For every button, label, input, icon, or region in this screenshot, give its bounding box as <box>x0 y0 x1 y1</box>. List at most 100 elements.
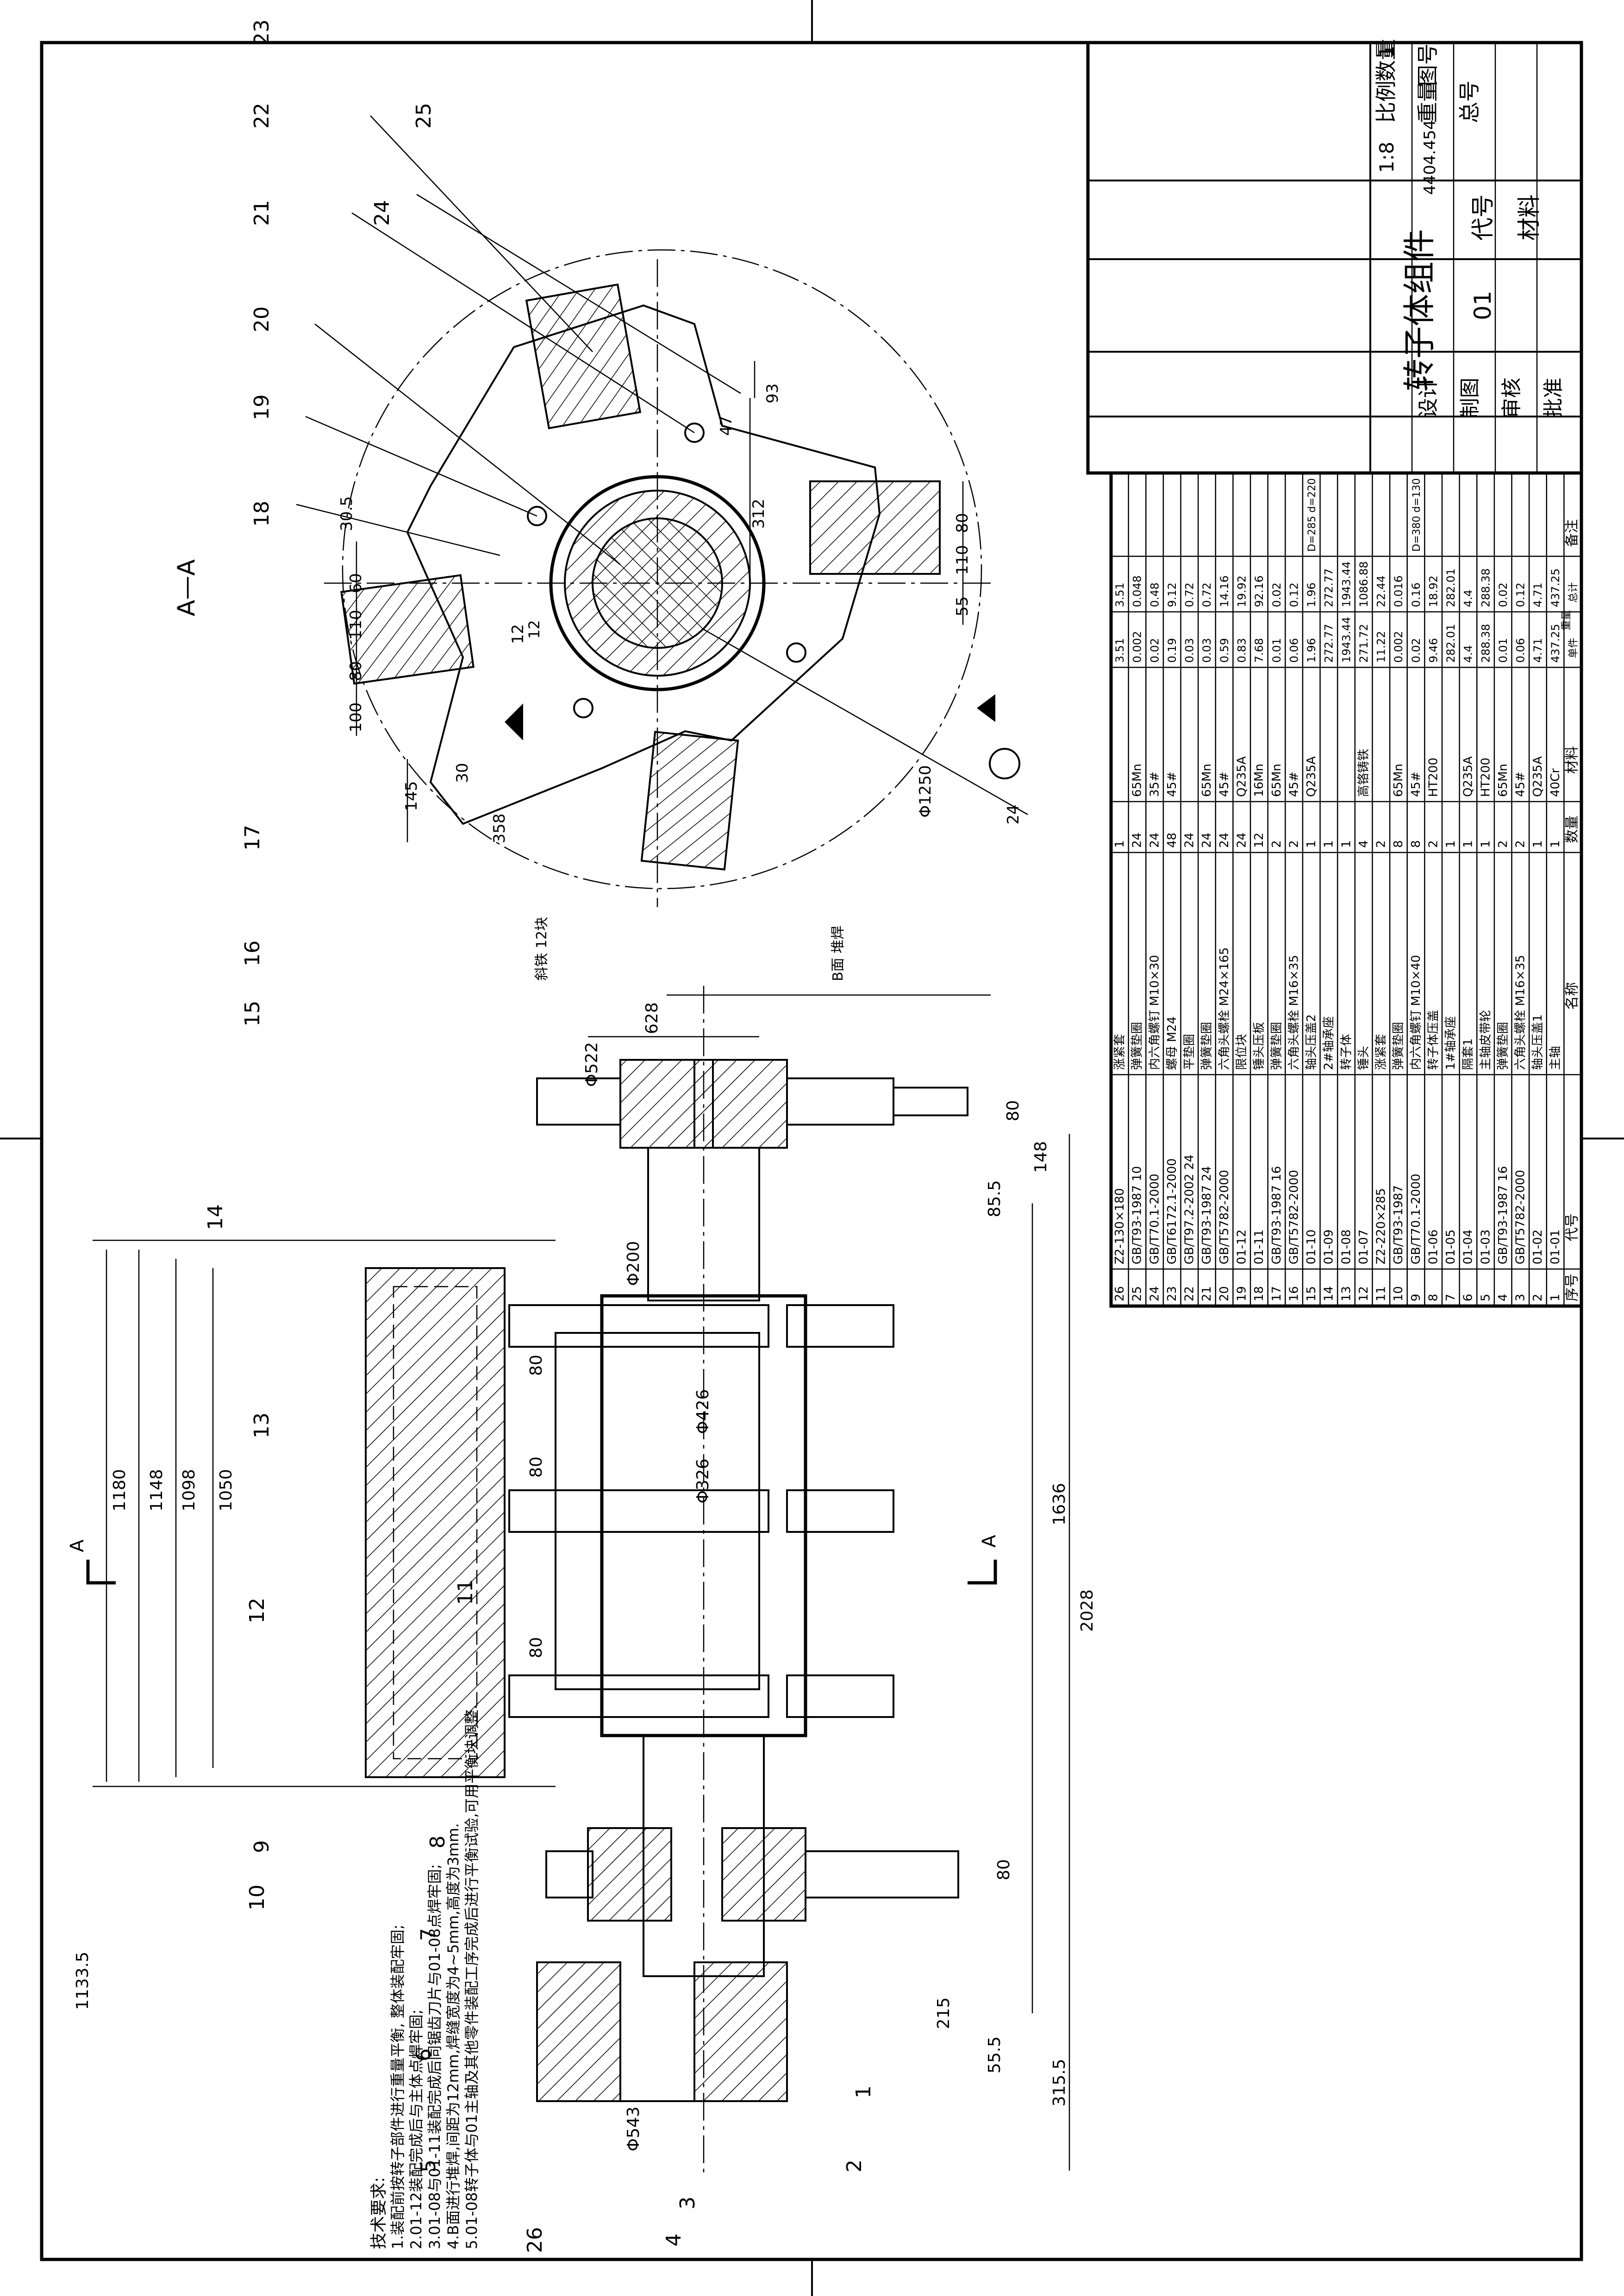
pin-4 <box>786 642 806 663</box>
dim-side-19: 1148 <box>147 1469 166 1512</box>
dim-side-7: Φ426 <box>693 1389 712 1434</box>
part-qty: 1 <box>1113 840 1127 848</box>
header-unit-weight: 单件 <box>1568 638 1579 658</box>
part-total-weight: 4.71 <box>1531 583 1544 607</box>
section-mark-top <box>86 1560 116 1585</box>
pin-2 <box>684 423 705 443</box>
side-hammer-r1 <box>786 1304 894 1348</box>
dim-section-7: 60 <box>347 573 365 593</box>
part-total-weight: 0.72 <box>1183 583 1196 607</box>
tech-req-3: 3.01-08与01-11装配完成后同锯齿刀片与01-08点焊牢固; <box>426 1864 443 2249</box>
part-code: 01-05 <box>1444 1229 1458 1264</box>
part-seq: 14 <box>1322 1286 1336 1301</box>
part-qty: 48 <box>1165 833 1179 848</box>
pulley-right <box>693 1961 788 2102</box>
part-material: 65Mn <box>1270 764 1284 797</box>
balloon-layer: 1234567891011121314151617181920212223242… <box>204 19 875 2253</box>
view-mark-a2: A <box>979 1535 1000 1548</box>
dim-side-3: 148 <box>1031 1141 1050 1173</box>
header-note: 备注 <box>1564 519 1580 547</box>
part-seq: 12 <box>1357 1286 1371 1301</box>
balloon-22: 22 <box>250 103 274 129</box>
code-value: 01 <box>1469 291 1496 320</box>
part-seq: 16 <box>1287 1286 1301 1301</box>
section-label: A—A <box>173 559 200 616</box>
datum-circle <box>989 748 1020 779</box>
part-code: GB/T6172.1-2000 <box>1165 1158 1179 1264</box>
tech-req-2: 2.01-12装配完成后与主体点焊牢固; <box>407 2010 425 2249</box>
part-total-weight: 92.16 <box>1253 575 1266 607</box>
scale-label: 比例 <box>1374 81 1399 123</box>
tech-req-title: 技术要求: <box>369 2177 388 2249</box>
header-material: 材料 <box>1564 746 1580 774</box>
part-unit-weight: 1943.44 <box>1340 617 1353 663</box>
disc-3 <box>508 1674 769 1718</box>
part-name: 六角头螺栓 M16×35 <box>1287 955 1301 1070</box>
part-qty: 24 <box>1235 833 1249 848</box>
part-name: 弹簧垫圈 <box>1270 1022 1284 1070</box>
part-total-weight: 3.51 <box>1113 583 1126 607</box>
balloon-25: 25 <box>412 103 436 129</box>
balloon-19: 19 <box>250 394 274 420</box>
part-seq: 3 <box>1514 1294 1528 1301</box>
dim-side-21: 1050 <box>217 1469 236 1512</box>
part-code: 01-04 <box>1462 1229 1475 1264</box>
part-code: GB/T70.1-2000 <box>1148 1174 1162 1264</box>
part-qty: 2 <box>1426 840 1440 848</box>
part-unit-weight: 271.72 <box>1357 624 1370 663</box>
part-material: Q235A <box>1462 756 1475 797</box>
side-hammer-large <box>365 1267 506 1778</box>
part-seq: 15 <box>1305 1286 1318 1301</box>
side-hammer-r3 <box>786 1674 894 1718</box>
part-total-weight: 14.16 <box>1218 575 1231 607</box>
part-unit-weight: 4.4 <box>1462 645 1475 663</box>
part-total-weight: 1086.88 <box>1357 561 1370 607</box>
balloon-2: 2 <box>843 2159 866 2172</box>
part-code: GB/T5782-2000 <box>1287 1170 1301 1264</box>
disc-1 <box>508 1304 769 1348</box>
tech-req-4: 4.B面进行堆焊,间距为12mm,焊缝宽度为4~5mm,高度为3mm. <box>444 1823 462 2249</box>
part-unit-weight: 0.02 <box>1148 638 1161 663</box>
part-code: 01-02 <box>1531 1229 1545 1264</box>
hammer-top <box>525 283 642 429</box>
part-material: 65Mn <box>1131 764 1144 797</box>
part-qty: 1 <box>1305 840 1318 848</box>
part-seq: 24 <box>1148 1286 1162 1301</box>
part-unit-weight: 272.77 <box>1323 624 1336 663</box>
qty-value: 1 <box>1375 46 1398 58</box>
part-qty: 4 <box>1357 840 1371 848</box>
weld-mark-right <box>977 694 995 722</box>
part-seq: 17 <box>1270 1286 1284 1301</box>
part-qty: 1 <box>1339 840 1353 848</box>
part-qty: 1 <box>1444 840 1458 848</box>
part-unit-weight: 0.06 <box>1287 638 1300 663</box>
part-total-weight: 282.01 <box>1444 568 1457 607</box>
rotor-tube <box>555 1332 760 1690</box>
code-label: 代号 <box>1469 194 1496 241</box>
part-qty: 2 <box>1374 840 1388 848</box>
dim-side-15: 315.5 <box>1050 2059 1069 2106</box>
bearing-housing-bottom <box>587 1827 672 1922</box>
part-material: 高铬铸铁 <box>1357 749 1371 797</box>
part-code: GB/T5782-2000 <box>1514 1170 1528 1264</box>
part-unit-weight: 3.51 <box>1113 638 1126 663</box>
part-code: 01-11 <box>1252 1229 1266 1264</box>
part-material: 35# <box>1148 772 1162 797</box>
part-code: 01-07 <box>1357 1229 1371 1264</box>
tech-req-5: 5.01-08转子体与01主轴及其他零件装配工序完成后进行平衡试验,可用平衡块调… <box>463 1705 481 2249</box>
dim-section-8: 110 <box>347 610 365 640</box>
part-qty: 1 <box>1531 840 1545 848</box>
part-seq: 26 <box>1113 1286 1127 1301</box>
part-unit-weight: 9.46 <box>1427 638 1440 663</box>
header-code: 代号 <box>1564 1213 1580 1241</box>
part-total-weight: 0.016 <box>1392 575 1405 607</box>
balloon-8: 8 <box>426 1836 450 1848</box>
dim-side-22: 1133.5 <box>73 1952 92 2010</box>
pin-3 <box>573 698 593 718</box>
part-qty: 24 <box>1200 833 1214 848</box>
part-qty: 24 <box>1148 833 1162 848</box>
dim-section-12: 30 <box>453 763 472 783</box>
side-elevation: A A <box>67 986 1070 2175</box>
header-seq: 序号 <box>1564 1274 1580 1301</box>
part-material: 45# <box>1165 772 1179 797</box>
